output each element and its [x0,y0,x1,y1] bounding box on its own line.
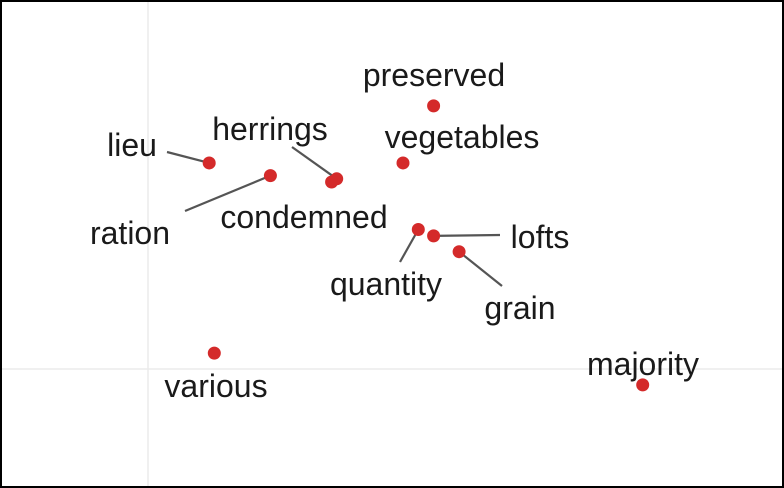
point-lieu [202,156,216,170]
label-quantity: quantity [330,266,442,302]
point-condemned [325,175,339,189]
point-majority [636,378,650,392]
label-grain: grain [484,290,555,326]
label-layer: preserved vegetables lieu herrings ration con… [90,57,699,404]
label-preserved: preserved [363,57,505,93]
connector-ration [184,174,271,213]
label-lieu: lieu [107,127,157,163]
connector-lieu [166,150,210,165]
point-lofts [427,229,441,243]
label-vegetables: vegetables [385,119,540,155]
point-vegetables [396,156,410,170]
point-quantity [411,223,425,237]
connector-grain [458,250,503,287]
label-lofts: lofts [511,219,570,255]
point-ration [263,169,277,183]
label-majority: majority [587,346,699,382]
label-herrings: herrings [212,111,328,147]
label-ration: ration [90,215,170,251]
connector-lofts [433,233,501,237]
point-layer [202,99,650,392]
connector-herrings [291,146,338,180]
point-various [207,346,221,360]
point-grain [452,245,466,259]
label-condemned: condemned [220,199,387,235]
point-preserved [427,99,441,113]
label-various: various [164,368,267,404]
